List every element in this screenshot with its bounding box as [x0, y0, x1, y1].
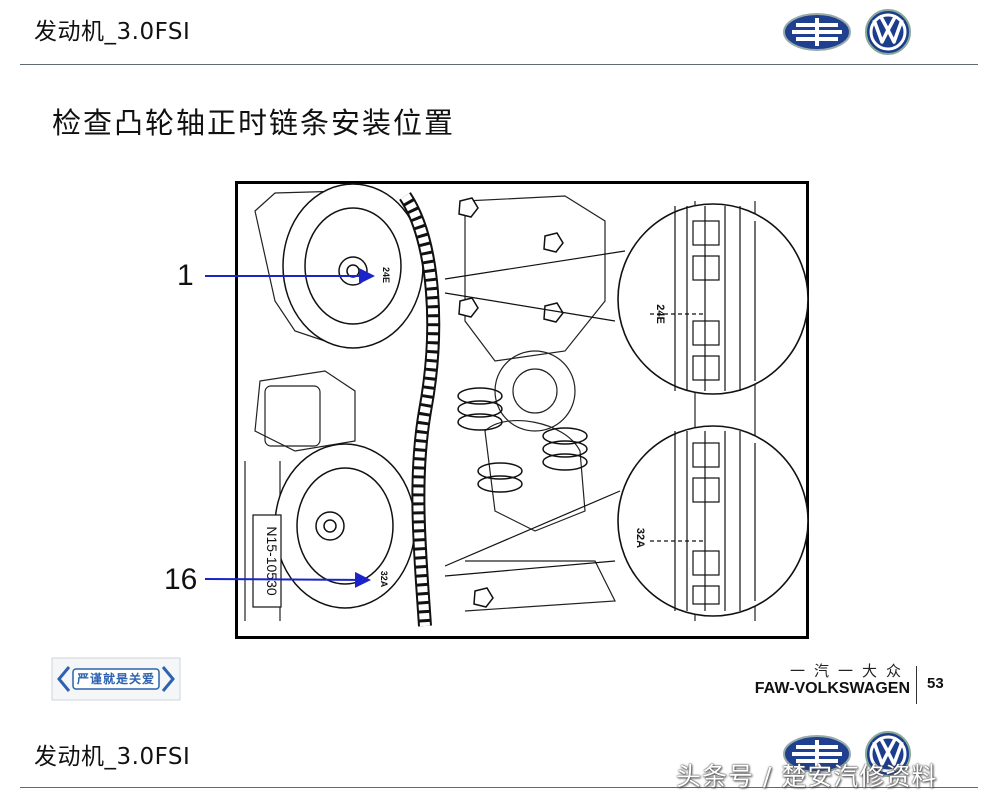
brand-cn: 一汽一大众 — [789, 663, 910, 680]
brand-block: 一汽一大众 FAW-VOLKSWAGEN — [700, 660, 910, 698]
footer-rule — [20, 787, 978, 788]
header-logos — [782, 8, 924, 56]
brand-en: FAW-VOLKSWAGEN — [754, 680, 910, 697]
slide-title: 检查凸轮轴正时链条安装位置 — [52, 106, 456, 140]
vw-logo-icon — [865, 9, 911, 55]
mark-lower: 32A — [379, 571, 389, 588]
stamp-logo: 严谨就是关爱 — [51, 657, 181, 701]
mark-upper: 24E — [381, 267, 391, 283]
stamp-text: 严谨就是关爱 — [76, 672, 155, 686]
engine-diagram: N15-10530 24E 32A 24E — [235, 181, 809, 639]
page-separator — [916, 666, 917, 704]
callout-label-16: 16 — [164, 563, 198, 596]
vw-logo-icon — [865, 731, 911, 777]
timing-chain-figure: N15-10530 24E 32A 24E — [235, 181, 809, 639]
detail-upper: 24E — [617, 203, 809, 395]
watermark: 头条号 / 楚安汽修资料 — [676, 762, 938, 791]
footer-title: 发动机_3.0FSI — [34, 744, 191, 770]
page-number: 53 — [927, 675, 944, 692]
detail-mark-lower: 32A — [634, 528, 646, 548]
footer-logos — [782, 730, 924, 778]
callout-label-1: 1 — [177, 259, 194, 292]
detail-lower: 32A — [617, 425, 809, 617]
detail-mark-upper: 24E — [654, 304, 666, 324]
faw-logo-icon — [783, 735, 851, 773]
arrow-16 — [204, 571, 371, 588]
timing-chain — [399, 192, 441, 627]
header-title: 发动机_3.0FSI — [34, 19, 191, 45]
faw-logo-icon — [783, 13, 851, 51]
header-rule — [20, 64, 978, 65]
